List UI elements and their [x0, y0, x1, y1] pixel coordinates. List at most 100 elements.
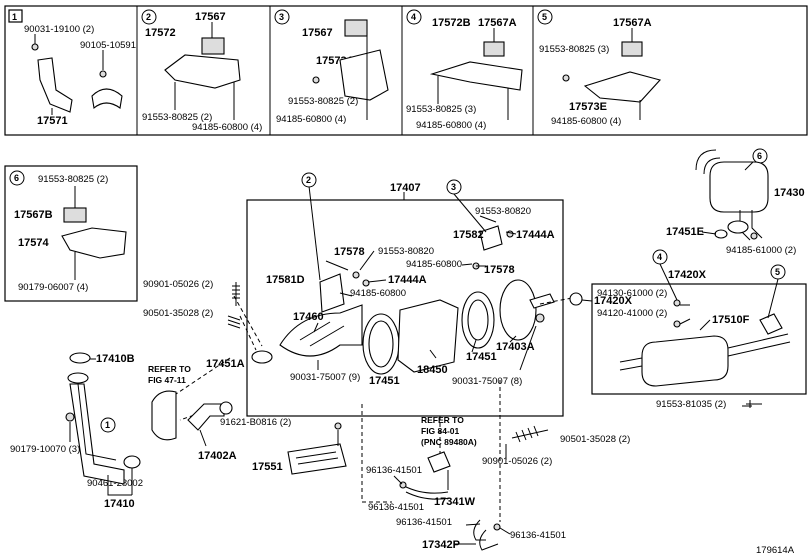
spring-bolts	[227, 282, 762, 460]
label-90501-35028-b[interactable]: 90501-35028 (2)	[560, 434, 630, 445]
inset-1[interactable]: 1 90031-19100 (2) 90105-10591 17571	[8, 9, 136, 127]
label-17420x-b[interactable]: 17420X	[668, 269, 707, 281]
converter-18450-shape	[397, 299, 459, 373]
inset-4-bracket-shape	[429, 61, 523, 91]
label-91553-80820-b[interactable]: 91553-80820	[378, 246, 434, 257]
pipe-flange-shape	[67, 372, 89, 384]
label-96136-41501-d[interactable]: 96136-41501	[510, 530, 566, 541]
label-17410b[interactable]: 17410B	[96, 353, 135, 365]
label-91553-81035[interactable]: 91553-81035 (2)	[656, 399, 726, 410]
label-90179-10070[interactable]: 90179-10070 (3)	[10, 444, 80, 455]
inset-6[interactable]: 6 91553-80825 (2) 17567B 17574 90179-060…	[4, 165, 138, 302]
label-17451e[interactable]: 17451E	[666, 226, 704, 238]
inset-6-number-circle	[9, 170, 25, 186]
label-94185-60800-a[interactable]: 94185-60800	[406, 259, 462, 270]
refer-47-11-line1[interactable]: REFER TO	[148, 364, 191, 374]
gasket-17451e-shape	[714, 229, 728, 239]
label-17420x-a[interactable]: 17420X	[594, 295, 633, 307]
label-96136-41501-a[interactable]: 96136-41501	[366, 465, 422, 476]
label-17582[interactable]: 17582	[453, 229, 484, 241]
label-17581d[interactable]: 17581D	[266, 274, 305, 286]
callouts: 2 3 4 5 6 1	[100, 148, 786, 433]
assembly-17407-frame	[246, 199, 564, 417]
inset-2-bracket-shape	[164, 54, 241, 89]
label-90501-35028-a[interactable]: 90501-35028 (2)	[143, 308, 213, 319]
hanger-bracket-shape	[759, 313, 783, 335]
muffler-17510f-shape	[641, 335, 729, 387]
inset-1-bracket-shape	[37, 57, 73, 113]
inset-2-number-circle	[141, 9, 157, 25]
nut-90179-icon	[65, 412, 75, 422]
label-17402a[interactable]: 17402A	[198, 450, 237, 462]
label-17510f[interactable]: 17510F	[712, 314, 750, 326]
inset-2-part-b: 17572	[145, 27, 176, 39]
inset-2-number: 2	[146, 12, 151, 22]
label-96136-41501-b[interactable]: 96136-41501	[368, 502, 424, 513]
figure-id: 179614A	[756, 545, 795, 556]
label-18450[interactable]: 18450	[417, 364, 448, 376]
gasket-17420x-shape	[569, 292, 583, 306]
label-90031-75007-a[interactable]: 90031-75007 (9)	[290, 372, 360, 383]
label-90901-05026-b[interactable]: 90901-05026 (2)	[482, 456, 552, 467]
label-17460[interactable]: 17460	[293, 311, 324, 323]
label-94185-60800-b[interactable]: 94185-60800	[350, 288, 406, 299]
label-17444a-a[interactable]: 17444A	[516, 229, 555, 241]
label-17578-a[interactable]: 17578	[334, 246, 365, 258]
callout-3: 3	[451, 182, 456, 192]
callout-1-circle	[100, 417, 116, 433]
refer-84-01-line3[interactable]: (PNC 89480A)	[421, 437, 477, 447]
inset-2-part-d: 94185-60800 (4)	[192, 122, 262, 133]
label-17403a[interactable]: 17403A	[496, 341, 535, 353]
rear-muffler-group	[591, 263, 807, 407]
flange-17451e-shape	[727, 220, 749, 234]
label-17551[interactable]: 17551	[252, 461, 283, 473]
refer-47-11-line2[interactable]: FIG 47-11	[148, 375, 186, 385]
inset-5-mount-shape	[621, 41, 643, 57]
inset-6-part-a: 91553-80825 (2)	[38, 174, 108, 185]
main-assembly: 17407	[169, 182, 573, 522]
bolt-90901-icon	[232, 282, 240, 306]
inset-3-part-d: 94185-60800 (4)	[276, 114, 346, 125]
label-17451a[interactable]: 17451A	[206, 358, 245, 370]
label-94185-61000[interactable]: 94185-61000 (2)	[726, 245, 796, 256]
label-94120-41000[interactable]: 94120-41000 (2)	[597, 308, 667, 319]
refer-84-01-line2[interactable]: FIG 84-01	[421, 426, 460, 436]
inset-5-part-b: 91553-80825 (3)	[539, 44, 609, 55]
bracket-17581d-shape	[319, 273, 345, 313]
inset-6-bracket-shape	[61, 227, 127, 259]
refer-84-01-line1[interactable]: REFER TO	[421, 415, 464, 425]
label-17430[interactable]: 17430	[774, 187, 805, 199]
gasket-17410b-shape	[69, 352, 91, 364]
label-17444a-b[interactable]: 17444A	[388, 274, 427, 286]
label-17451-b[interactable]: 17451	[466, 351, 497, 363]
label-90461-28002[interactable]: 90461-28002	[87, 478, 143, 489]
label-17341w[interactable]: 17341W	[434, 496, 476, 508]
label-91553-80820-a[interactable]: 91553-80820	[475, 206, 531, 217]
nut-94185-icon	[750, 232, 758, 240]
inset-5[interactable]: 5 17567A 91553-80825 (3) 17573E 94185-60…	[537, 9, 662, 127]
label-90031-75007-b[interactable]: 90031-75007 (8)	[452, 376, 522, 387]
inset-3-number-circle	[274, 9, 290, 25]
label-17578-b[interactable]: 17578	[484, 264, 515, 276]
label-17451-a[interactable]: 17451	[369, 375, 400, 387]
inset-4[interactable]: 4 17572B 17567A 91553-80825 (3) 94185-60…	[406, 9, 523, 131]
callout-5: 5	[775, 267, 780, 277]
callout-3-circle	[446, 179, 462, 195]
catalytic-converter-shape	[279, 304, 363, 357]
inset-2[interactable]: 2 17567 17572 91553-80825 (2) 94185-6080…	[141, 9, 262, 133]
assembly-17407-label[interactable]: 17407	[390, 182, 421, 194]
label-90901-05026-a[interactable]: 90901-05026 (2)	[143, 279, 213, 290]
muffler-box-frame	[591, 283, 807, 395]
label-17410[interactable]: 17410	[104, 498, 135, 510]
label-91621-b0816[interactable]: 91621-B0816 (2)	[220, 417, 291, 428]
inset-3[interactable]: 3 17567 17573A 91553-80825 (2) 94185-608…	[274, 9, 389, 125]
front-pipe-group	[65, 352, 347, 496]
inset-1-clamp-shape	[91, 88, 123, 110]
label-94130-61000[interactable]: 94130-61000 (2)	[597, 288, 667, 299]
label-96136-41501-c[interactable]: 96136-41501	[396, 517, 452, 528]
nut-icon	[535, 313, 545, 323]
sensor-89480a-shape	[427, 451, 451, 473]
label-17342p[interactable]: 17342P	[422, 539, 460, 551]
inset-5-bracket-shape	[583, 71, 662, 103]
